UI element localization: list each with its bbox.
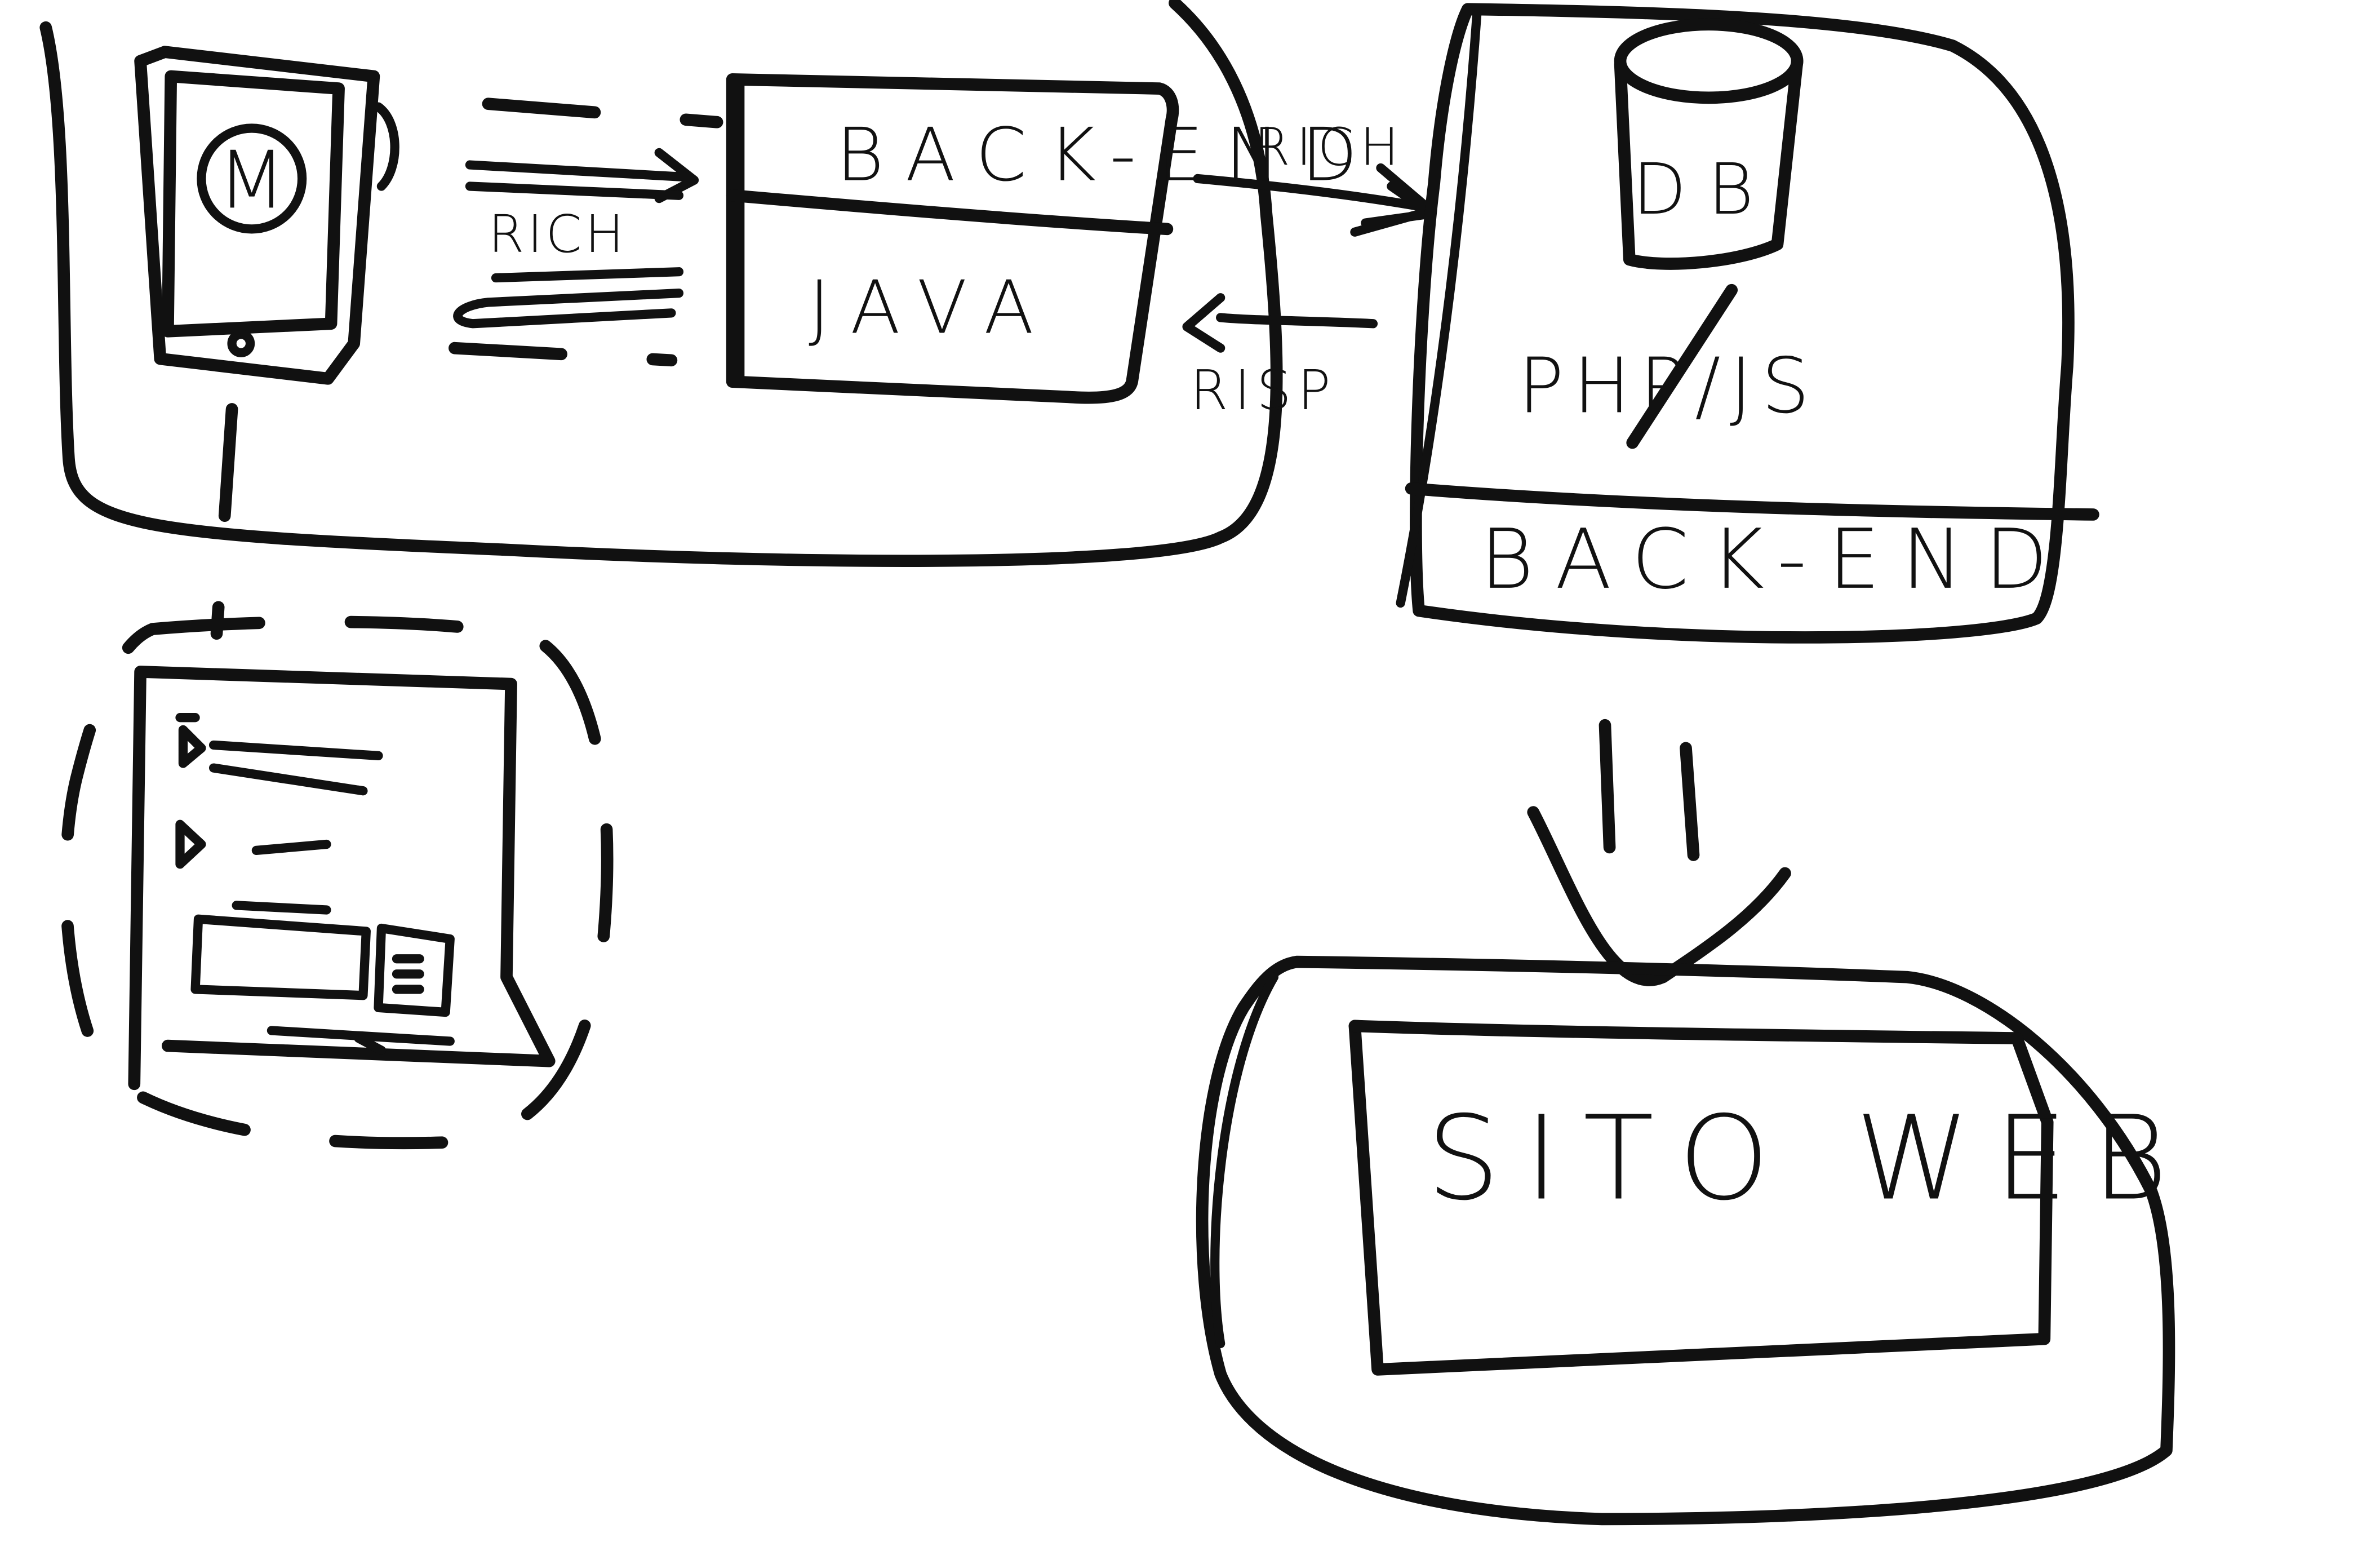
response-from-server-arrow — [1182, 293, 1378, 353]
mockup-list — [175, 713, 383, 915]
server-divider — [1405, 482, 2099, 521]
website-group: SITO WEB — [1196, 955, 2192, 1526]
mockup-button — [190, 914, 371, 1000]
mockup-menu-icon — [374, 923, 455, 1017]
php-js-label: PHP/JS — [1518, 341, 1819, 430]
smartphone-icon: M — [134, 46, 399, 385]
java-backend-box: BACK-END JAVA — [726, 73, 1357, 404]
php-js-slash — [1626, 283, 1738, 449]
request-to-server-label: RICH — [1254, 117, 1405, 178]
response-from-server-label: RISP — [1190, 358, 1336, 422]
database-label: DB — [1632, 149, 1775, 231]
app-system-boundary — [39, 0, 1283, 567]
java-language-label: JAVA — [809, 265, 1055, 351]
database-icon: DB — [1614, 18, 1804, 270]
app-system-group: M RICH BACK-END JAVA — [39, 0, 1357, 640]
server-boundary — [1410, 3, 2075, 644]
app-logo-letter: M — [217, 134, 286, 227]
request-response-arrows: RICH — [449, 98, 723, 367]
website-browser-window: SITO WEB — [1348, 1020, 2192, 1376]
website-boundary — [1196, 955, 2175, 1526]
server-backend-label: BACK-END — [1480, 512, 2069, 608]
mobile-mockup-group — [59, 615, 614, 1150]
server-to-website-arrow — [1527, 719, 1791, 986]
mockup-link-line — [210, 403, 238, 640]
request-arrow-label: RICH — [488, 204, 627, 264]
website-label: SITO WEB — [1427, 1091, 2192, 1226]
mockup-screen — [128, 666, 556, 1091]
mockup-dashed-boundary — [59, 615, 614, 1150]
server-group: DB PHP/JS BACK-END — [1396, 3, 2099, 644]
